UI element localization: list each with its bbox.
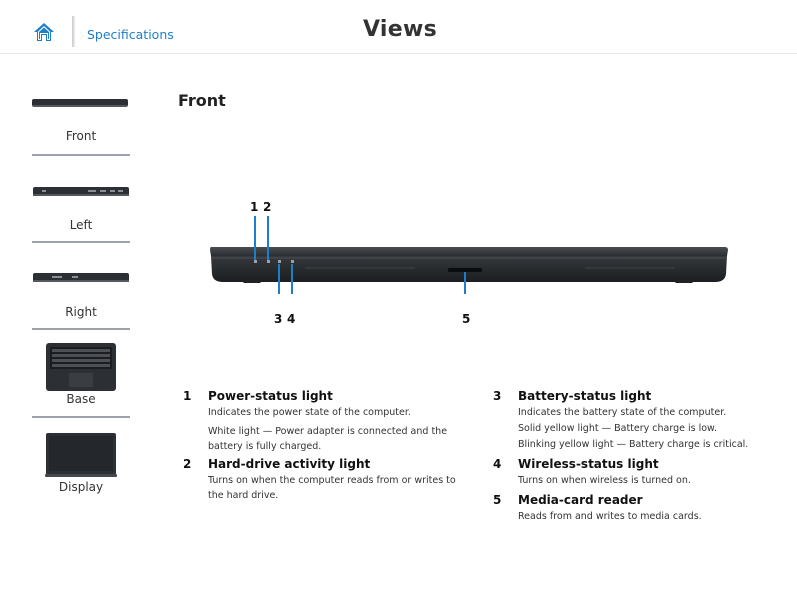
laptop-right-thumbnail [32, 270, 130, 289]
sidebar-item-label: Base [66, 392, 96, 406]
sidebar-divider [32, 241, 130, 243]
feature-number: 2 [183, 457, 192, 471]
feature-description: Reads from and writes to media cards. [518, 511, 702, 522]
feature-description: Turns on when wireless is turned on. [518, 475, 691, 486]
sidebar-item-left[interactable]: Left [32, 180, 130, 234]
sidebar-divider [32, 154, 130, 156]
header-divider [0, 53, 797, 54]
sidebar-divider [32, 328, 130, 330]
sidebar-item-label: Display [58, 480, 104, 494]
callout-number: 1 [250, 200, 259, 214]
laptop-display-thumbnail [45, 432, 117, 482]
feature-number: 5 [493, 493, 502, 507]
sidebar-item-label: Front [65, 129, 97, 143]
page-title: Views [362, 17, 438, 42]
feature-description: Turns on when the computer reads from or… [208, 475, 456, 501]
laptop-left-thumbnail [32, 184, 130, 203]
laptop-front-illustration [210, 216, 728, 294]
feature-title: Hard-drive activity light [208, 457, 371, 471]
laptop-front-thumbnail [32, 99, 128, 107]
feature-description: Indicates the power state of the compute… [208, 407, 411, 418]
feature-description: Indicates the battery state of the compu… [518, 407, 727, 418]
header-separator [72, 16, 75, 47]
feature-battery-status-light: 3 Battery-status light Indicates the bat… [493, 389, 783, 459]
feature-title: Power-status light [208, 389, 333, 403]
sidebar-divider [32, 416, 130, 418]
sidebar-item-label: Right [65, 305, 97, 319]
feature-number: 3 [493, 389, 502, 403]
feature-description: Blinking yellow light — Battery charge i… [518, 439, 749, 450]
feature-number: 4 [493, 457, 502, 471]
section-title: Front [178, 91, 226, 110]
sidebar-item-base[interactable]: Base [32, 340, 130, 408]
feature-media-card-reader: 5 Media-card reader Reads from and write… [493, 493, 783, 529]
feature-title: Media-card reader [518, 493, 643, 507]
feature-number: 1 [183, 389, 192, 403]
feature-title: Battery-status light [518, 389, 652, 403]
callout-number: 5 [462, 312, 471, 326]
callout-number: 3 [274, 312, 283, 326]
feature-description: Solid yellow light — Battery charge is l… [518, 423, 717, 434]
laptop-base-thumbnail [45, 342, 117, 396]
feature-hard-drive-activity-light: 2 Hard-drive activity light Turns on whe… [183, 457, 473, 507]
callout-number: 4 [287, 312, 296, 326]
specifications-link[interactable]: Specifications [87, 27, 174, 42]
callout-number: 2 [263, 200, 272, 214]
feature-wireless-status-light: 4 Wireless-status light Turns on when wi… [493, 457, 783, 493]
feature-description: White light — Power adapter is connected… [208, 426, 448, 452]
feature-title: Wireless-status light [518, 457, 659, 471]
home-icon [34, 23, 54, 41]
sidebar-item-front[interactable]: Front [32, 96, 130, 146]
sidebar-item-right[interactable]: Right [32, 266, 130, 322]
sidebar-item-display[interactable]: Display [32, 430, 130, 498]
sidebar-item-label: Left [69, 218, 93, 232]
feature-power-status-light: 1 Power-status light Indicates the power… [183, 389, 473, 459]
home-button[interactable] [33, 22, 55, 42]
